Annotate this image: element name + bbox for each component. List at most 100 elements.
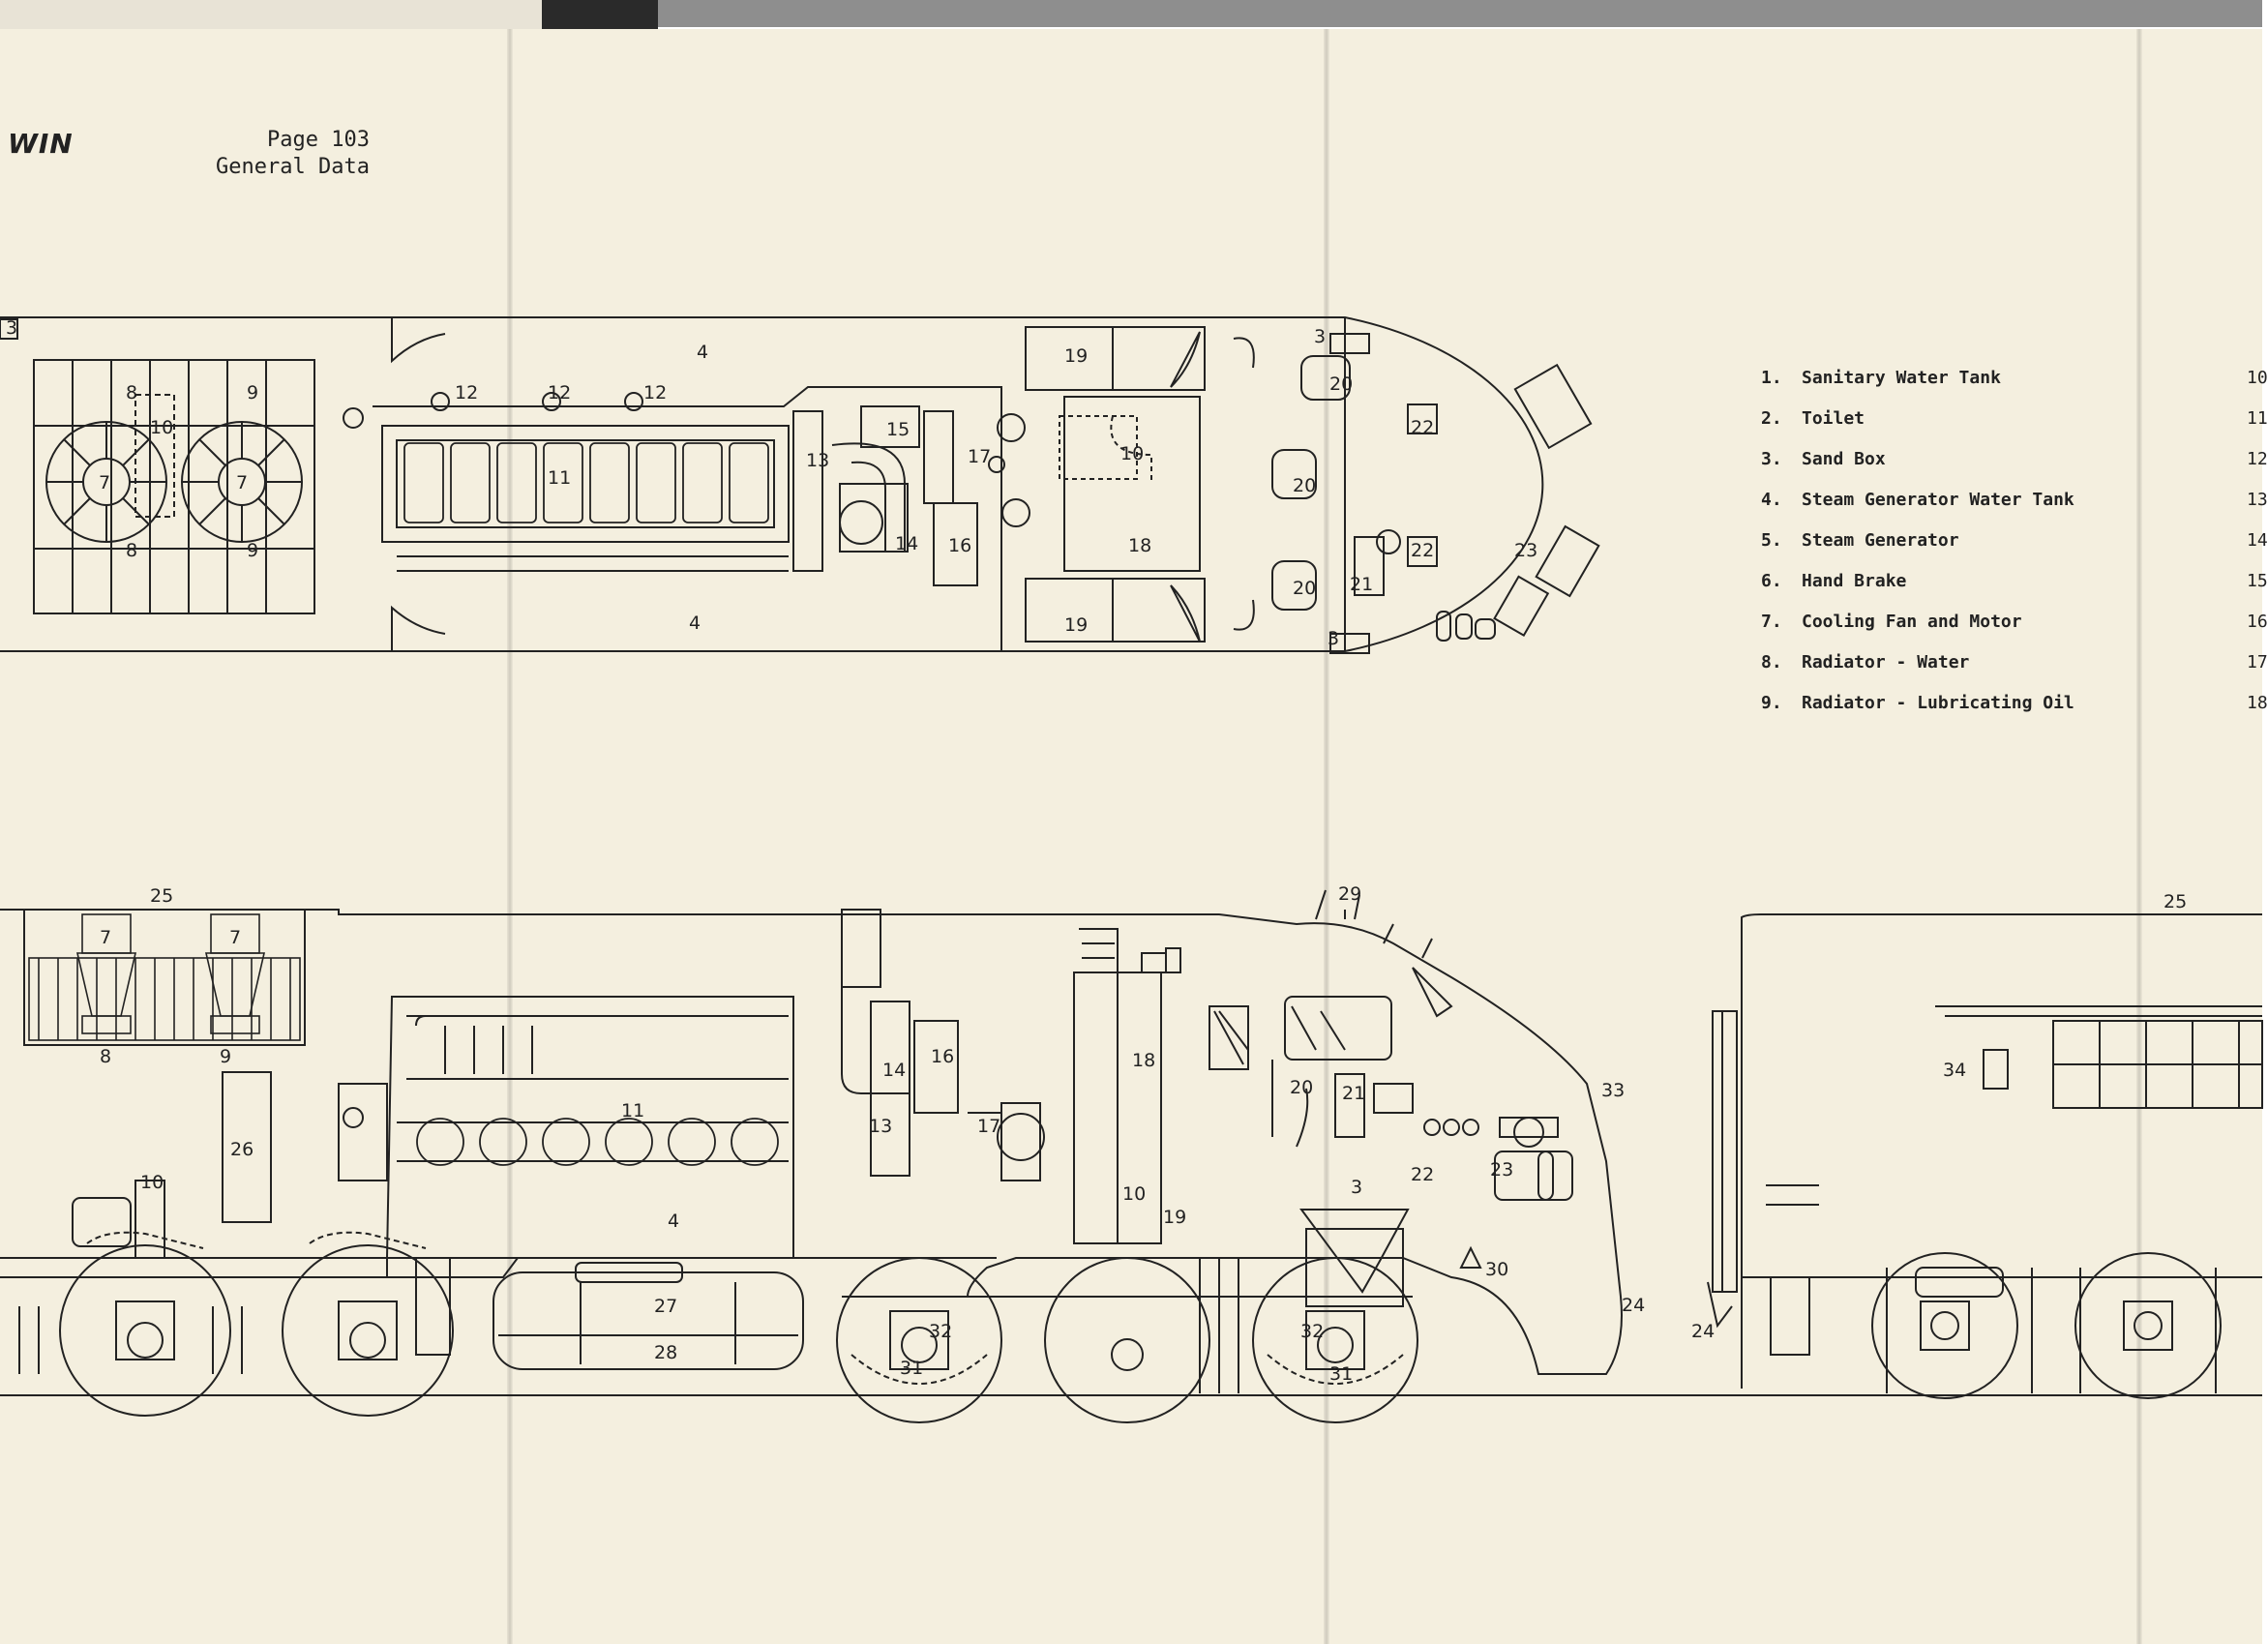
elev-callout-22: 22 (1411, 1164, 1434, 1185)
plan-callout-13: 13 (806, 450, 829, 471)
plan-callout-4: 4 (689, 613, 701, 634)
elev-callout-33: 33 (1601, 1080, 1625, 1101)
fold-line-center (1324, 29, 1329, 1644)
elev-callout-9: 9 (220, 1046, 231, 1067)
radiator-elevation (28, 913, 301, 1041)
elev-callout-24: 24 (1691, 1321, 1715, 1342)
legend-cut-number: 14 (2247, 530, 2268, 551)
elev-callout-4: 4 (668, 1211, 679, 1232)
plan-callout-23: 23 (1514, 540, 1537, 561)
cab-elevation (1073, 889, 1573, 1307)
elev-callout-13: 13 (869, 1116, 892, 1137)
legend-item-number: 8. (1761, 652, 1782, 673)
plan-callout-8: 8 (126, 540, 137, 561)
legend-cut-number: 17 (2247, 652, 2268, 673)
page-number: Page 103 (267, 128, 370, 152)
plan-callout-10: 10 (150, 417, 173, 438)
battery-box (222, 1071, 272, 1223)
rear-truck (0, 1231, 455, 1417)
radiator-grid (33, 359, 315, 614)
fold-line-left (507, 29, 513, 1644)
legend-cut-number: 12 (2247, 449, 2268, 469)
elev-callout-31: 31 (1329, 1363, 1353, 1385)
plan-callout-21: 21 (1350, 574, 1373, 595)
legend-item-number: 7. (1761, 612, 1782, 632)
carbody-outline (0, 909, 1623, 1375)
elev-callout-27: 27 (654, 1296, 677, 1317)
legend-item: 9.Radiator - Lubricating Oil (1761, 693, 2074, 733)
legend-item-label: Radiator - Water (1802, 652, 1970, 673)
legend-item: 2.Toilet (1761, 408, 2074, 449)
plan-callout-9: 9 (247, 540, 258, 561)
elev-callout-25: 25 (2164, 891, 2187, 912)
legend-item-number: 5. (1761, 530, 1782, 551)
plan-callout-12: 12 (643, 382, 667, 404)
elev-callout-31: 31 (900, 1358, 923, 1379)
plan-callout-7: 7 (236, 472, 248, 493)
plan-callout-16: 16 (948, 535, 971, 556)
plan-callout-12: 12 (548, 382, 571, 404)
elev-callout-7: 7 (100, 927, 111, 948)
diesel-engine-elevation (338, 909, 959, 1259)
legend-item-label: Steam Generator Water Tank (1802, 490, 2074, 510)
legend-item: 1.Sanitary Water Tank (1761, 368, 2074, 408)
cooling-fan-1 (45, 421, 167, 543)
page-edge-left (0, 0, 542, 29)
fold-line-right (2136, 29, 2142, 1644)
plan-callout-3: 3 (6, 317, 17, 339)
legend-cut-number: 15 (2247, 571, 2268, 591)
plan-callout-12: 12 (455, 382, 478, 404)
plan-callout-22: 22 (1411, 540, 1434, 561)
plan-body-outline (0, 316, 1544, 652)
elev-callout-10: 10 (1122, 1183, 1146, 1205)
plan-callout-20: 20 (1329, 374, 1353, 395)
plan-callout-8: 8 (126, 382, 137, 404)
legend-cut-number: 11 (2247, 408, 2268, 429)
legend-item-label: Steam Generator (1802, 530, 1959, 551)
page-edge-dark (542, 0, 658, 29)
legend-item: 5. Steam Generator (1761, 530, 2074, 571)
legend-item-number: 3. (1761, 449, 1782, 469)
plan-callout-10: 10 (1120, 443, 1144, 464)
plan-callout-7: 7 (99, 472, 110, 493)
elev-callout-10: 10 (140, 1172, 164, 1193)
elev-callout-8: 8 (100, 1046, 111, 1067)
elev-callout-16: 16 (931, 1046, 954, 1067)
legend-item: 3.Sand Box (1761, 449, 2074, 490)
legend-item-label: Radiator - Lubricating Oil (1802, 693, 2074, 713)
trailing-unit (1707, 913, 2263, 1399)
plan-callout-3: 3 (1314, 326, 1326, 347)
diesel-engine-plan (343, 386, 1030, 651)
plan-callout-18: 18 (1128, 535, 1151, 556)
plan-callout-3: 3 (1328, 628, 1339, 649)
legend-cut-number: 16 (2247, 612, 2268, 632)
elev-callout-32: 32 (1300, 1321, 1324, 1342)
elev-callout-18: 18 (1132, 1050, 1155, 1071)
legend-item-label: Cooling Fan and Motor (1802, 612, 2022, 632)
legend-item-number: 6. (1761, 571, 1782, 591)
elev-callout-19: 19 (1163, 1207, 1186, 1228)
cooling-fan-2 (181, 421, 303, 543)
elev-callout-32: 32 (929, 1321, 952, 1342)
elev-callout-24: 24 (1622, 1295, 1645, 1316)
elev-callout-14: 14 (882, 1060, 906, 1081)
cab-left-fragment (0, 318, 18, 340)
legend-item: 7. Cooling Fan and Motor (1761, 612, 2074, 652)
legend-item: 6.Hand Brake (1761, 571, 2074, 612)
plan-callout-11: 11 (548, 467, 571, 489)
plan-view: 3 3 3 4 4 7 7 8 8 9 9 10 10 11 12 12 12 … (0, 316, 1600, 654)
legend-item-number: 1. (1761, 368, 1782, 388)
legend-item-label: Toilet (1802, 408, 1865, 429)
elev-callout-23: 23 (1490, 1159, 1513, 1181)
brand-fragment: WIN (8, 128, 74, 160)
elev-callout-7: 7 (229, 927, 241, 948)
legend-item: 8. Radiator - Water (1761, 652, 2074, 693)
elev-callout-26: 26 (230, 1139, 254, 1160)
page-edge-dark-top (658, 0, 2262, 27)
elev-callout-20: 20 (1290, 1077, 1313, 1098)
elev-callout-25: 25 (150, 885, 173, 907)
elev-callout-21: 21 (1342, 1083, 1365, 1104)
plan-callouts: 3 3 3 4 4 7 7 8 8 9 9 10 10 11 12 12 12 … (6, 317, 1537, 649)
plan-callout-19: 19 (1064, 345, 1088, 367)
